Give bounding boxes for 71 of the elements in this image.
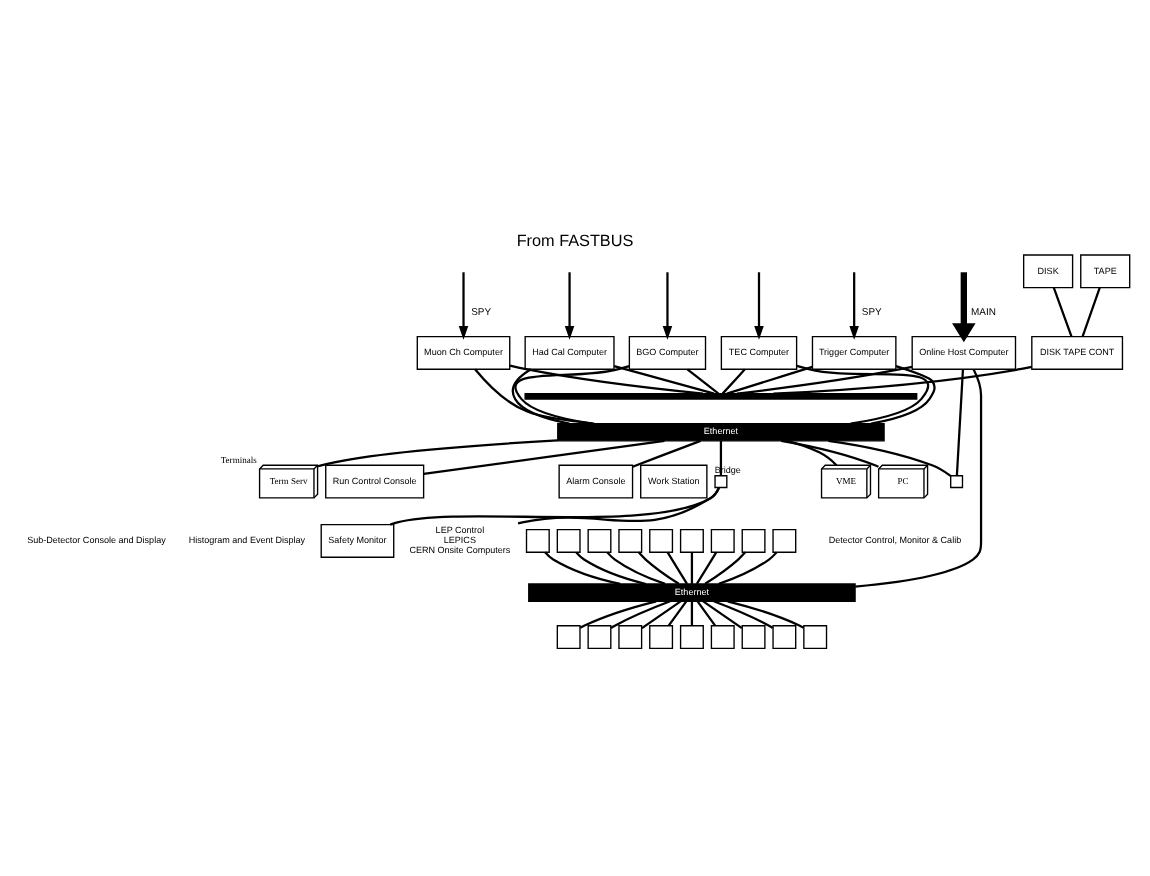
connector <box>1052 286 1073 336</box>
connector <box>855 367 983 587</box>
connector <box>721 367 746 394</box>
node-box <box>714 474 728 488</box>
arrow <box>849 271 859 339</box>
connector <box>704 550 746 584</box>
connector <box>773 364 1033 394</box>
connector <box>579 599 657 628</box>
connector <box>828 438 952 476</box>
connector <box>690 600 694 625</box>
connector <box>575 550 647 585</box>
arrow <box>952 271 976 342</box>
connector <box>514 363 630 424</box>
connector <box>781 438 879 467</box>
connector <box>870 364 936 424</box>
connector <box>474 367 595 424</box>
connector <box>606 550 666 584</box>
connector <box>641 599 682 628</box>
connector <box>389 486 720 525</box>
node-box <box>679 527 704 552</box>
connector <box>713 599 774 628</box>
connector <box>423 438 665 475</box>
connector <box>666 550 688 584</box>
connector <box>509 363 704 394</box>
node-box <box>649 527 674 552</box>
connector <box>637 550 680 584</box>
node-box <box>710 527 735 552</box>
node-box <box>525 527 550 552</box>
node-box <box>556 624 581 649</box>
node-bar <box>524 392 918 399</box>
arrow <box>754 271 764 339</box>
node-box <box>649 624 674 649</box>
node-box <box>618 624 643 649</box>
connector <box>511 367 570 424</box>
node-box <box>772 624 797 649</box>
connector <box>719 439 723 475</box>
node-box <box>679 624 704 649</box>
connector <box>702 599 743 628</box>
connector <box>727 599 805 628</box>
node-box <box>618 527 643 552</box>
connector <box>610 599 671 628</box>
connector <box>695 550 718 584</box>
connector <box>696 599 717 626</box>
connector <box>736 364 913 394</box>
node-box <box>587 624 612 649</box>
connector <box>317 438 558 467</box>
connector <box>690 551 694 583</box>
connector <box>544 550 621 585</box>
node-box <box>710 624 735 649</box>
arrow <box>662 271 673 339</box>
arrow <box>458 271 469 339</box>
connector <box>517 486 720 524</box>
connector <box>613 364 715 394</box>
connector <box>667 599 688 626</box>
connector <box>632 438 701 467</box>
connector <box>786 438 838 465</box>
connector <box>686 367 720 394</box>
node-box <box>803 624 828 649</box>
node-box <box>950 474 964 488</box>
node-box <box>556 527 581 552</box>
connector <box>1081 286 1101 336</box>
connector <box>796 363 929 424</box>
arrow <box>564 271 575 339</box>
connector <box>955 368 965 475</box>
diagram-title: From FASTBUS <box>516 231 634 250</box>
node-box <box>741 527 766 552</box>
connector <box>718 550 778 584</box>
node-box <box>772 527 797 552</box>
connector <box>726 364 813 394</box>
node-box <box>741 624 766 649</box>
node-box <box>587 527 612 552</box>
